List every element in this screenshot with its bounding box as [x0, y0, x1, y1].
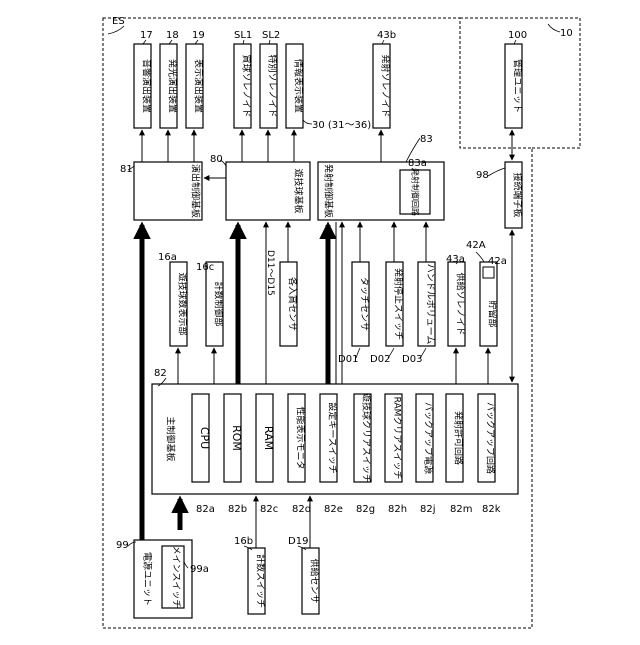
- ref-43b: 43b: [377, 30, 396, 41]
- ref-sl2: SL2: [262, 30, 280, 41]
- ref-16b: 16b: [234, 536, 253, 547]
- ref-16a: 16a: [158, 252, 177, 263]
- label-mgmt: 管理ユニット: [512, 59, 524, 113]
- label-feed-sensor: 供給センサ: [309, 558, 321, 603]
- leader-42A: [476, 252, 484, 262]
- label-main-board: 主制御基板: [165, 416, 177, 461]
- ref-17: 17: [140, 30, 153, 41]
- label-touch: タッチセンサ: [359, 277, 370, 331]
- leader-99: [128, 542, 136, 546]
- ref-10: 10: [560, 28, 573, 39]
- label-display: 表示演出装置: [193, 59, 205, 113]
- ref-d03: D03: [402, 354, 422, 365]
- label-rom: ROM: [230, 425, 243, 451]
- label-ram: RAM: [262, 426, 275, 450]
- ref-83: 83: [420, 134, 433, 145]
- leader-98: [488, 168, 505, 176]
- label-backup-power: バックアップ電源: [423, 402, 434, 474]
- ref-42A: 42A: [466, 240, 486, 251]
- ref-100: 100: [508, 30, 527, 41]
- ref-82d: 82d: [292, 504, 311, 515]
- storage-indicator: [483, 267, 494, 278]
- label-cpu: CPU: [198, 427, 211, 449]
- label-count-switch: 計数スイッチ: [255, 554, 267, 608]
- label-backup-circuit: バックアップ回路: [485, 402, 497, 474]
- label-close-sol: 特別ソレノイド: [267, 54, 279, 117]
- box-fire-board: [318, 162, 444, 220]
- ref-d02: D02: [370, 354, 390, 365]
- ref-82: 82: [154, 368, 167, 379]
- label-sound: 音響演出装置: [141, 59, 153, 113]
- label-perf-board: 演出制御基板: [190, 164, 202, 218]
- label-fire-permit: 発射許可回路: [453, 411, 465, 465]
- label-entry-sensor: 各入賞センサ: [287, 277, 299, 331]
- ref-82a: 82a: [196, 504, 215, 515]
- label-main-switch: メインスイッチ: [171, 546, 182, 609]
- ref-16c: 16c: [196, 262, 214, 273]
- ref-82m: 82m: [450, 504, 472, 515]
- ref-82k: 82k: [482, 504, 501, 515]
- ref-82b: 82b: [228, 504, 247, 515]
- ref-43a: 43a: [446, 254, 465, 265]
- leader-30: [303, 120, 312, 124]
- ref-sl1: SL1: [234, 30, 252, 41]
- ref-es: ES: [112, 16, 125, 27]
- label-volume: ハンドルボリューム: [425, 264, 436, 345]
- ref-d11: D11～D15: [265, 250, 275, 296]
- ref-d01: D01: [338, 354, 358, 365]
- label-ball-disp: 遊技球数表示部: [177, 272, 189, 335]
- ref-99: 99: [116, 540, 129, 551]
- label-terminal-board: 接続端子板: [512, 172, 524, 217]
- ref-99a: 99a: [190, 564, 209, 575]
- ref-80: 80: [210, 154, 223, 165]
- label-stop-sw: 発射停止スイッチ: [393, 268, 405, 340]
- ref-81: 81: [120, 164, 133, 175]
- leader-82: [158, 378, 166, 386]
- leader-d02: [388, 348, 394, 358]
- ref-82c: 82c: [260, 504, 278, 515]
- leader-es: [108, 26, 124, 34]
- ref-82g: 82g: [356, 504, 375, 515]
- ref-d19: D19: [288, 536, 308, 547]
- label-prize-board: 遊技球基板: [293, 168, 305, 213]
- label-count-ctrl: 計数制御部: [213, 281, 225, 326]
- label-fire-sol: 発射ソレノイド: [380, 54, 392, 117]
- label-power-unit: 電源ユニット: [142, 552, 153, 606]
- ref-83a: 83a: [408, 158, 427, 169]
- ref-82e: 82e: [324, 504, 343, 515]
- label-light: 発光演出装置: [167, 59, 179, 113]
- leader-d03: [420, 348, 426, 358]
- ref-82j: 82j: [420, 504, 436, 515]
- ref-30: 30 (31～36): [312, 120, 371, 131]
- label-storage: 貯留部: [487, 300, 499, 327]
- label-feed-sol: 供給ソレノイド: [455, 272, 467, 335]
- label-game-clear: 遊技球クリアスイッチ: [361, 393, 373, 483]
- ref-42a: 42a: [488, 256, 507, 267]
- ref-19: 19: [192, 30, 205, 41]
- label-info: 情報表示装置: [293, 59, 305, 113]
- ref-82h: 82h: [388, 504, 407, 515]
- label-fire-board: 発射制御基板: [323, 164, 335, 218]
- ref-98: 98: [476, 170, 489, 181]
- label-removal-sw: 設定キースイッチ: [327, 402, 339, 474]
- leader-10: [548, 24, 560, 32]
- label-fire-circuit-1: 発射制御回路: [411, 168, 421, 216]
- ref-18: 18: [166, 30, 179, 41]
- leader-99a: [184, 562, 188, 568]
- label-ram-clear: RAMクリアスイッチ: [392, 397, 403, 480]
- label-sl-sol: 賞球ソレノイド: [241, 54, 253, 117]
- label-perf-monitor: 性能表示モニタ: [295, 406, 307, 469]
